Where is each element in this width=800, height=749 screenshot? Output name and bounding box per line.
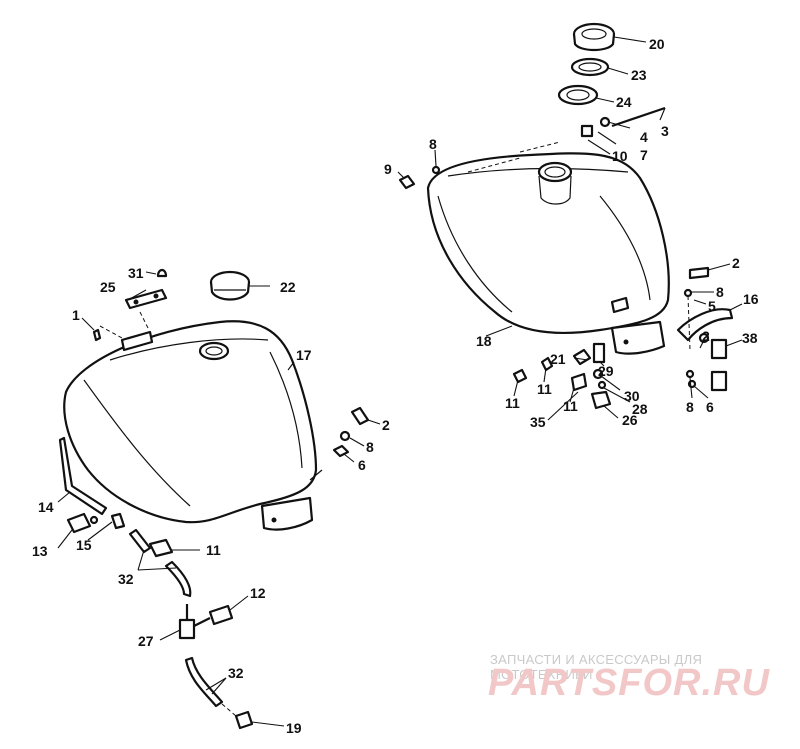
- callout-23: 23: [631, 67, 647, 83]
- plate-25: [124, 288, 168, 310]
- callout-28: 28: [632, 401, 648, 417]
- washer-4: [599, 116, 611, 128]
- callout-13: 13: [32, 543, 48, 559]
- callout-38: 38: [742, 330, 758, 346]
- washer-8-top: [431, 165, 441, 175]
- fitting-35: [570, 372, 588, 392]
- fitting-15: [110, 512, 126, 530]
- bolt-2-left: [350, 406, 370, 426]
- nut-31: [156, 268, 168, 278]
- callout-2-left: 2: [382, 417, 390, 433]
- callout-31: 31: [128, 265, 144, 281]
- bolt-2-right: [688, 266, 710, 280]
- bracket-16: [676, 308, 734, 342]
- callout-3: 3: [661, 123, 669, 139]
- petcock-body-27: [178, 618, 196, 640]
- callout-2-right-top: 2: [732, 255, 740, 271]
- hose-32-top: [128, 528, 152, 554]
- callout-20: 20: [649, 36, 665, 52]
- callout-8-top: 8: [429, 136, 437, 152]
- callout-6-right: 6: [706, 399, 714, 415]
- callout-29: 29: [598, 363, 614, 379]
- callout-5: 5: [708, 298, 716, 314]
- callout-32-bottom: 32: [228, 665, 244, 681]
- callout-12: 12: [250, 585, 266, 601]
- callout-9: 9: [384, 161, 392, 177]
- spacer-38-bottom: [710, 370, 728, 392]
- spacer-38-top: [710, 338, 728, 360]
- nut-6-left: [332, 444, 350, 458]
- callout-4: 4: [640, 129, 648, 145]
- watermark-caption: ЗАПЧАСТИ И АКСЕССУАРЫ ДЛЯ МОТОТЕХНИКИ: [490, 652, 703, 682]
- fitting-19: [234, 710, 254, 730]
- clip-21: [572, 348, 592, 366]
- gas-cap-20: [572, 22, 616, 52]
- tank-mount-bracket-right: [610, 320, 666, 355]
- callout-26: 26: [622, 412, 638, 428]
- hose-32-bottom: [184, 656, 224, 708]
- petcock-26: [590, 390, 612, 410]
- callout-15: 15: [76, 537, 92, 553]
- callout-2-right-mid: 2: [702, 328, 710, 344]
- nut-7: [580, 124, 594, 138]
- left-tank-assembly: 31 25 22 1 17 2 8 6 14 13 15 11 32 12 27…: [32, 265, 390, 736]
- callout-11-mid: 11: [537, 381, 552, 397]
- callout-25: 25: [100, 279, 116, 295]
- callout-11-left-tank: 11: [206, 542, 221, 558]
- callout-6-left: 6: [358, 457, 366, 473]
- right-tank-assembly: 20 23 24 3 4 7 10 8 9 2 8 5 16 2 38 18 2…: [384, 22, 759, 430]
- callout-18: 18: [476, 333, 492, 349]
- callout-19: 19: [286, 720, 302, 736]
- gasket-23: [570, 57, 610, 77]
- callout-14: 14: [38, 499, 54, 515]
- callout-30: 30: [624, 388, 640, 404]
- callout-11-left: 11: [505, 395, 520, 411]
- valve-12: [208, 604, 234, 626]
- washer-28: [597, 380, 607, 390]
- callout-1: 1: [72, 307, 80, 323]
- valve-29: [592, 342, 606, 364]
- filler-ring-24: [557, 84, 599, 106]
- callout-7: 7: [640, 147, 648, 163]
- callout-11-right: 11: [563, 398, 578, 414]
- filler-opening-left: [198, 341, 230, 361]
- gas-cap-22: [209, 270, 251, 301]
- callout-24: 24: [616, 94, 632, 110]
- filler-neck: [537, 161, 573, 183]
- callout-10: 10: [612, 148, 628, 164]
- fuel-tank-right: [426, 152, 670, 334]
- washer-8-left: [339, 430, 351, 442]
- hose-14: [58, 436, 108, 516]
- front-mount-tab: [610, 296, 630, 314]
- callout-8-right: 8: [716, 284, 724, 300]
- callout-8-left: 8: [366, 439, 374, 455]
- hose-32-bend: [164, 560, 192, 598]
- callout-17: 17: [296, 347, 312, 363]
- fuel-tank-left: [63, 320, 318, 524]
- callout-27: 27: [138, 633, 154, 649]
- washer-30: [592, 368, 604, 380]
- callout-16: 16: [743, 291, 759, 307]
- callout-22: 22: [280, 279, 296, 295]
- callout-35: 35: [530, 414, 546, 430]
- clamp-11: [148, 538, 174, 558]
- screw-1: [92, 328, 102, 342]
- screw-9: [398, 174, 416, 190]
- callout-8-bottom: 8: [686, 399, 694, 415]
- clip-13: [66, 512, 92, 534]
- callout-21: 21: [550, 351, 566, 367]
- callout-32-top: 32: [118, 571, 134, 587]
- watermark-brand-logo: PARTSFOR.RU: [488, 662, 770, 704]
